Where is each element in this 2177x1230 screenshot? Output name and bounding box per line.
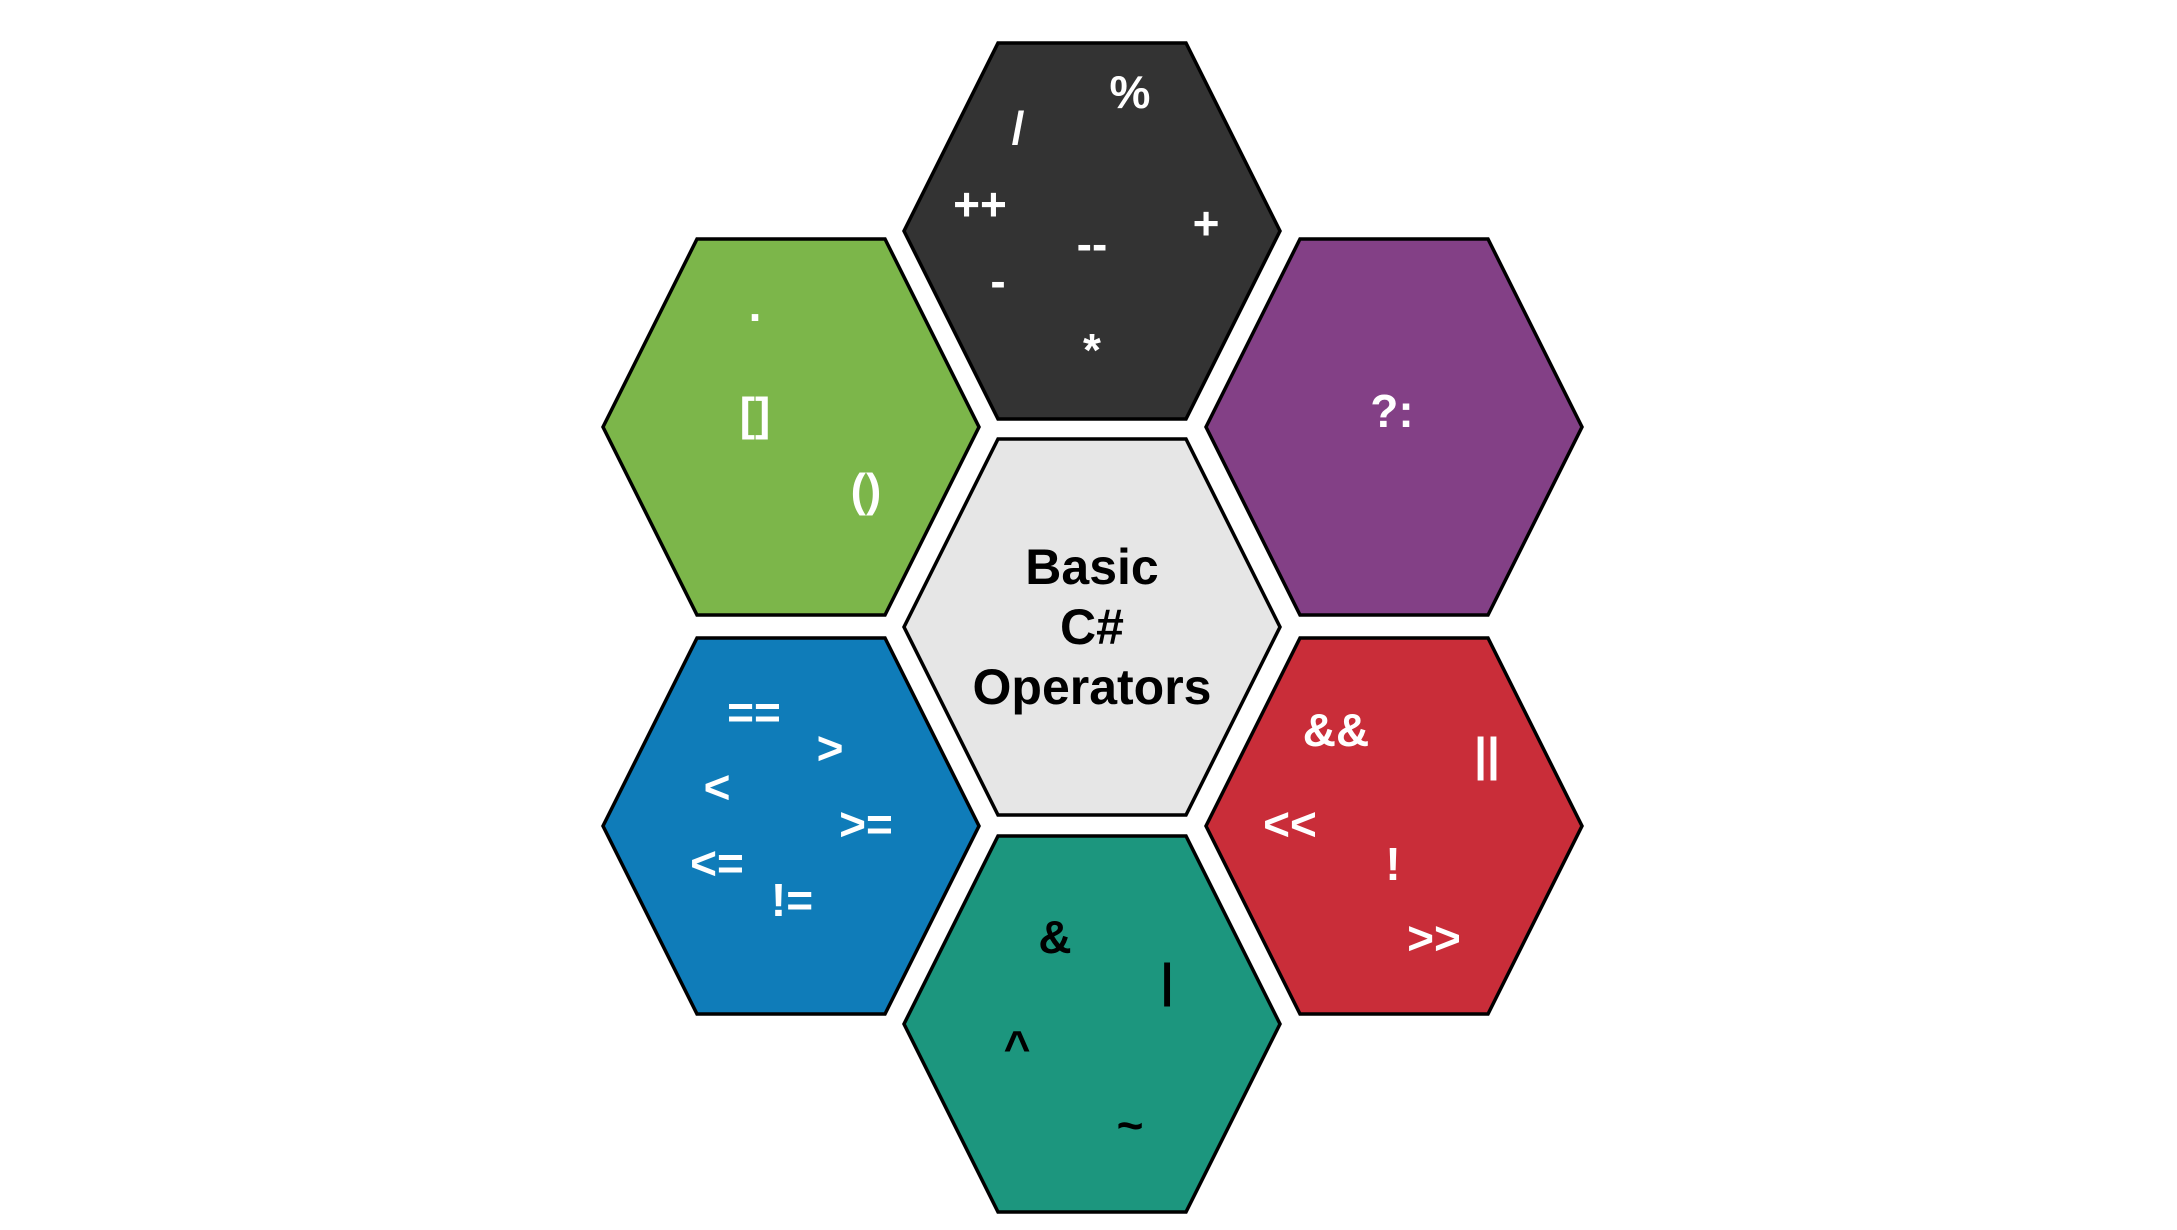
operator-label: + (1193, 197, 1220, 249)
operator-label: / (1012, 102, 1025, 154)
center-title-line: Basic (1025, 539, 1158, 595)
operator-label: -- (1077, 218, 1108, 270)
operator-label: == (727, 686, 781, 738)
operator-label: ~ (1117, 1099, 1144, 1151)
operator-label: && (1303, 704, 1369, 756)
operator-label: () (851, 464, 882, 516)
hexagon-conditional (1204, 237, 1584, 617)
operator-label: * (1083, 324, 1101, 376)
operator-label: % (1110, 66, 1151, 118)
center-title-line: C# (1060, 599, 1124, 655)
operator-label: <= (690, 837, 744, 889)
operator-label: & (1038, 911, 1071, 963)
operator-label: ^ (1004, 1021, 1031, 1073)
operator-label: ! (1385, 838, 1400, 890)
operator-label: . (749, 279, 762, 331)
operator-label: >= (839, 798, 893, 850)
operator-label: ++ (953, 178, 1007, 230)
center-title-line: Operators (973, 659, 1212, 715)
operator-label: >> (1407, 912, 1461, 964)
hexagon-comparison (601, 636, 981, 1016)
hexagon-logical-shift (1204, 636, 1584, 1016)
operator-label: << (1263, 798, 1317, 850)
operator-label: < (704, 761, 731, 813)
operator-label: != (771, 874, 813, 926)
hexagon-center (902, 437, 1282, 817)
operator-label: | (1161, 954, 1174, 1006)
operator-label: || (1474, 728, 1500, 780)
hexagon-member-access (601, 237, 981, 617)
operator-label: ?: (1370, 385, 1413, 437)
operator-label: [] (740, 388, 771, 440)
hexagon-bitwise (902, 834, 1282, 1214)
operator-label: - (990, 255, 1005, 307)
operator-label: > (817, 722, 844, 774)
hexagon-arithmetic (902, 41, 1282, 421)
